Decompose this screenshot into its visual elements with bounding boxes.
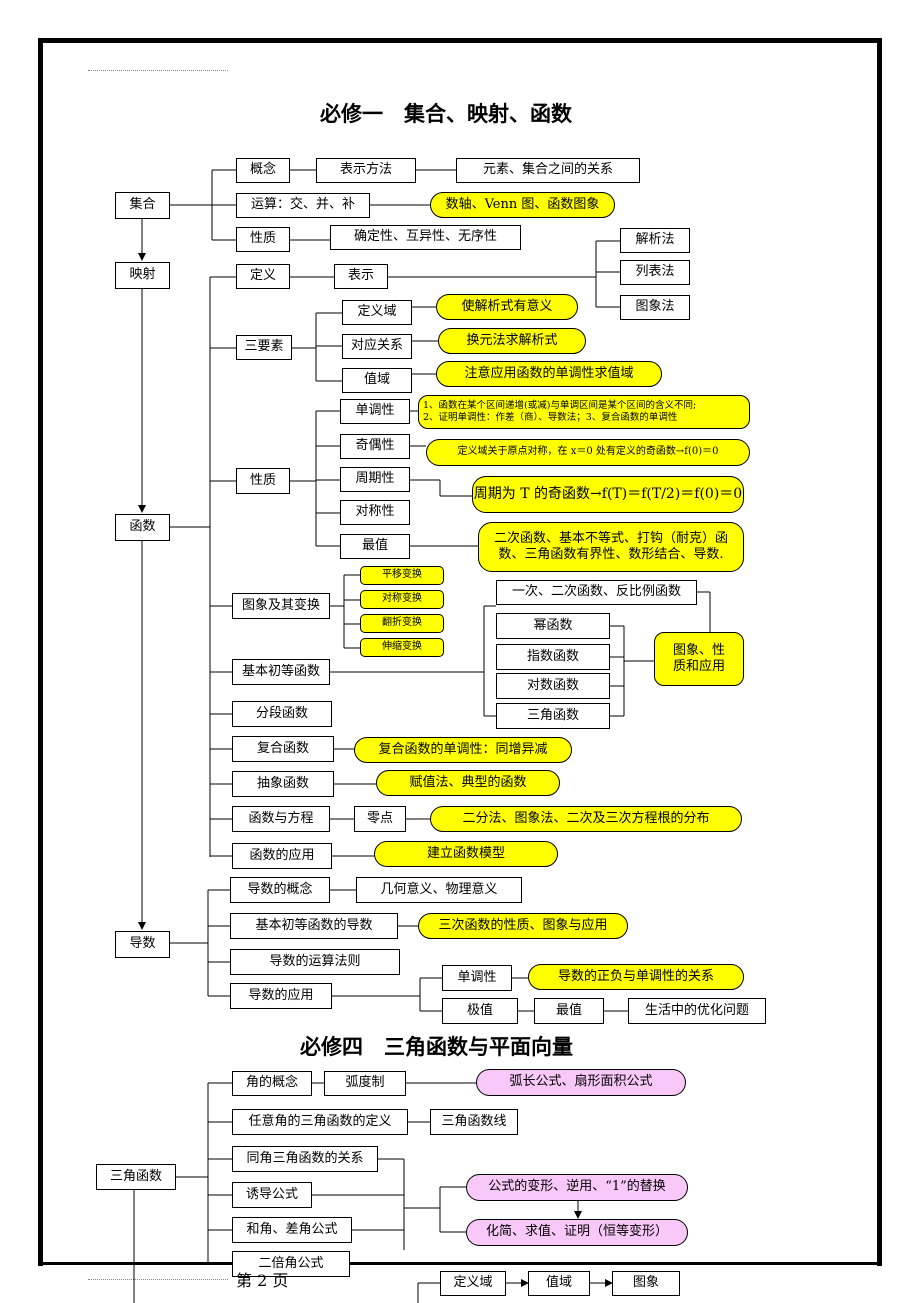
elementary-power: 幂函数	[496, 613, 610, 639]
method-graph: 图象法	[620, 295, 690, 320]
induction-node: 诱导公式	[232, 1182, 312, 1208]
function-properties-node: 性质	[236, 468, 290, 494]
set-concept-node: 概念	[236, 158, 290, 183]
trig-definition-node: 任意角的三角函数的定义	[232, 1109, 408, 1135]
function-expression-node: 表示	[334, 264, 388, 289]
trig-line-node: 三角函数线	[430, 1109, 518, 1135]
derivative-application-node: 导数的应用	[230, 983, 332, 1009]
trig-range-node: 值域	[528, 1271, 590, 1296]
monotonicity-note-line1: 1、函数在某个区间递增(或减)与单调区间是某个区间的含义不同;	[423, 400, 697, 412]
composite-note: 复合函数的单调性：同增异减	[354, 737, 572, 763]
footer-rule	[88, 1279, 228, 1280]
monotonicity-note: 1、函数在某个区间递增(或减)与单调区间是某个区间的含义不同; 2、证明单调性：…	[418, 395, 750, 429]
section2-title: 必修四 三角函数与平面向量	[300, 1035, 573, 1059]
elementary-linear-quadratic: 一次、二次函数、反比例函数	[496, 580, 697, 605]
derivative-monotonicity-node: 单调性	[442, 965, 512, 991]
transform-translate: 平移变换	[360, 566, 444, 585]
symmetry-node: 对称性	[340, 500, 410, 525]
header-rule	[88, 70, 228, 71]
section1-title: 必修一 集合、映射、函数	[320, 102, 572, 126]
derivative-node: 导数	[115, 931, 170, 958]
derivative-elementary-node: 基本初等函数的导数	[230, 913, 398, 939]
optimization-node: 生活中的优化问题	[628, 998, 766, 1024]
derivative-monotonicity-note: 导数的正负与单调性的关系	[528, 964, 744, 990]
graph-transform-node: 图象及其变换	[232, 593, 330, 619]
set-node: 集合	[115, 192, 170, 219]
set-operations-node: 运算：交、并、补	[236, 193, 370, 218]
piecewise-node: 分段函数	[232, 701, 332, 727]
range-note: 注意应用函数的单调性求值域	[436, 361, 662, 387]
derivative-concept-node: 导数的概念	[230, 877, 330, 903]
composite-node: 复合函数	[232, 736, 334, 762]
correspondence-note: 换元法求解析式	[438, 328, 586, 354]
domain-note: 使解析式有意义	[436, 294, 578, 320]
function-definition-node: 定义	[236, 264, 290, 289]
transform-stretch: 伸缩变换	[360, 638, 444, 657]
derivative-elementary-note: 三次函数的性质、图象与应用	[418, 913, 628, 939]
elementary-trigonometric: 三角函数	[496, 703, 610, 729]
transform-fold: 翻折变换	[360, 614, 444, 633]
application-note: 建立函数模型	[374, 841, 558, 867]
page-frame-bottom	[38, 1262, 882, 1265]
zero-note: 二分法、图象法、二次及三次方程根的分布	[430, 806, 742, 832]
abstract-note: 赋值法、典型的函数	[376, 770, 560, 796]
trig-domain-node: 定义域	[440, 1271, 506, 1296]
extreme-node: 极值	[442, 998, 518, 1024]
maximum-node: 最值	[534, 998, 604, 1024]
domain-node: 定义域	[342, 300, 412, 325]
method-table: 列表法	[620, 260, 690, 285]
mapping-node: 映射	[115, 262, 170, 289]
set-relations-node: 元素、集合之间的关系	[456, 158, 640, 183]
page-number: 第 2 页	[236, 1271, 289, 1290]
function-node: 函数	[115, 514, 170, 541]
set-properties-detail: 确定性、互异性、无序性	[330, 225, 521, 250]
trig-graph-node: 图象	[612, 1271, 680, 1296]
radian-note: 弧长公式、扇形面积公式	[476, 1069, 686, 1096]
abstract-node: 抽象函数	[232, 771, 334, 797]
monotonicity-node: 单调性	[340, 399, 410, 424]
set-operations-note: 数轴、Venn 图、函数图象	[430, 192, 615, 218]
elementary-logarithmic: 对数函数	[496, 673, 610, 699]
elementary-exponential: 指数函数	[496, 644, 610, 670]
page-frame-right	[877, 38, 882, 1266]
periodicity-note: 周期为 T 的奇函数→f(T)＝f(T/2)＝f(0)＝0	[472, 476, 744, 513]
page-frame-left	[38, 38, 43, 1266]
extremum-node: 最值	[340, 534, 410, 559]
formula-note: 公式的变形、逆用、“1”的替换	[466, 1174, 688, 1201]
application-node: 函数的应用	[232, 843, 332, 869]
transform-symmetric: 对称变换	[360, 590, 444, 609]
derivative-concept-note: 几何意义、物理意义	[356, 877, 522, 903]
equation-node: 函数与方程	[232, 806, 330, 832]
set-properties-node: 性质	[236, 227, 290, 252]
three-elements-node: 三要素	[236, 335, 292, 360]
periodicity-node: 周期性	[340, 467, 410, 492]
sum-diff-node: 和角、差角公式	[232, 1217, 352, 1243]
correspondence-node: 对应关系	[342, 334, 412, 359]
range-node: 值域	[342, 368, 412, 393]
parity-node: 奇偶性	[340, 434, 410, 459]
elementary-note: 图象、性质和应用	[654, 632, 744, 686]
double-angle-node: 二倍角公式	[232, 1251, 350, 1277]
trig-node: 三角函数	[96, 1164, 176, 1190]
simplify-note: 化简、求值、证明（恒等变形）	[466, 1219, 688, 1246]
derivative-rules-node: 导数的运算法则	[230, 949, 400, 975]
radian-node: 弧度制	[324, 1071, 406, 1096]
same-angle-node: 同角三角函数的关系	[232, 1146, 378, 1172]
extremum-note: 二次函数、基本不等式、打钩（耐克）函数、三角函数有界性、数形结合、导数.	[478, 522, 744, 572]
zero-node: 零点	[354, 806, 406, 832]
page-frame-top	[38, 38, 882, 43]
monotonicity-note-line2: 2、证明单调性：作差（商）、导数法；3、复合函数的单调性	[423, 412, 678, 423]
method-analytic: 解析法	[620, 228, 690, 253]
angle-concept-node: 角的概念	[232, 1071, 312, 1096]
elementary-node: 基本初等函数	[232, 659, 330, 685]
set-representation-node: 表示方法	[316, 158, 416, 183]
parity-note: 定义域关于原点对称，在 x＝0 处有定义的奇函数→f(0)＝0	[426, 439, 750, 466]
